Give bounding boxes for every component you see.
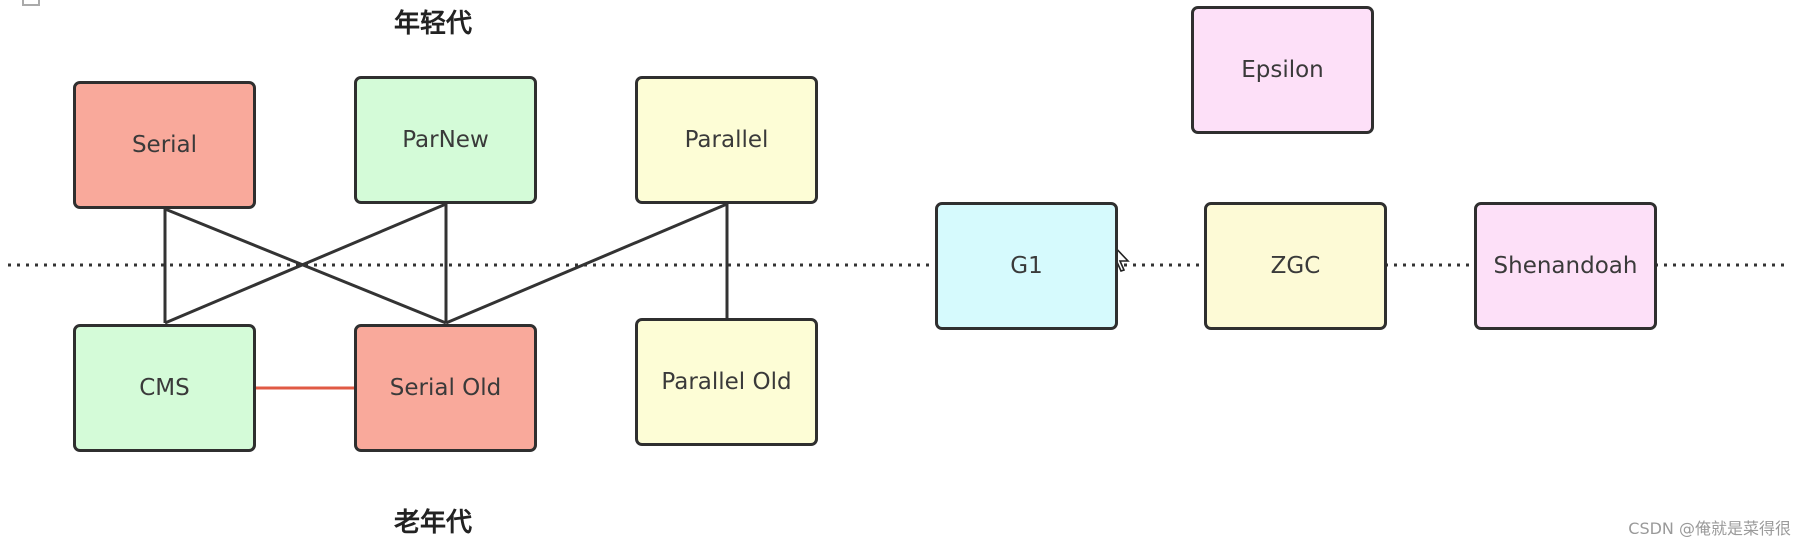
watermark: CSDN @俺就是菜得很 <box>1628 519 1791 538</box>
node-shenandoah: Shenandoah <box>1474 202 1657 330</box>
node-cms: CMS <box>73 324 256 452</box>
connector-parallel-serialold <box>445 202 728 325</box>
node-g1: G1 <box>935 202 1118 330</box>
old-generation-label: 老年代 <box>394 508 473 538</box>
connector-parnew-cms <box>164 202 447 325</box>
node-parallel: Parallel <box>635 76 818 204</box>
document-icon <box>22 0 40 6</box>
connector-serial-serialold <box>164 207 447 325</box>
node-serial-old: Serial Old <box>354 324 537 452</box>
node-serial: Serial <box>73 81 256 209</box>
node-parnew: ParNew <box>354 76 537 204</box>
young-generation-label: 年轻代 <box>394 9 473 39</box>
node-zgc: ZGC <box>1204 202 1387 330</box>
node-parallel-old: Parallel Old <box>635 318 818 446</box>
node-epsilon: Epsilon <box>1191 6 1374 134</box>
